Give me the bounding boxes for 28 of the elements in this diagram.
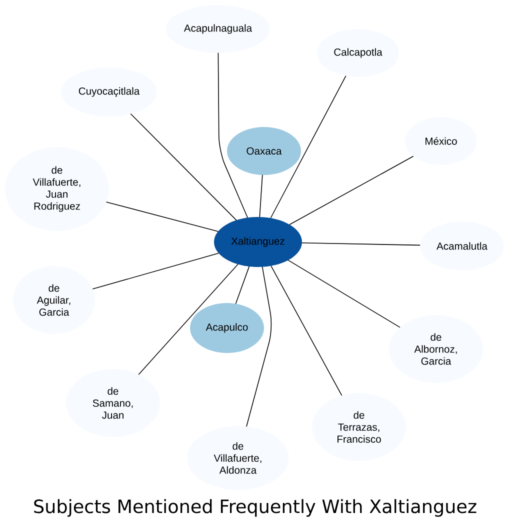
connector-line (270, 76, 346, 218)
ellipse-node: Acapulnaguala (166, 5, 270, 53)
ellipse-node: de Samano, Juan (66, 369, 160, 437)
ellipse-node: México (405, 117, 477, 165)
ellipse-node: Acapulco (190, 303, 264, 353)
connector-line (235, 266, 250, 304)
ellipse-node: Cuyocaçitlala (61, 68, 157, 116)
ellipse-node: Acamalutla (420, 222, 504, 270)
connector-line (288, 260, 400, 328)
connector-line (289, 156, 414, 225)
diagram-title: Subjects Mentioned Frequently With Xaltianguez (34, 499, 476, 517)
connector-line (106, 202, 218, 232)
ellipse-node: Xaltianguez (214, 217, 302, 267)
connector-line (259, 174, 263, 218)
connector-line (138, 264, 238, 375)
connector-line (302, 242, 420, 246)
connector-line (270, 266, 342, 396)
connector-line (218, 52, 248, 218)
connector-line (92, 252, 219, 290)
ellipse-node: de Villafuerte, Aldonza (187, 426, 289, 490)
ellipse-node: Calcapotla (317, 29, 399, 77)
connector-line (130, 114, 237, 220)
ellipse-node: de Villafuerte, Juan Rodriguez (5, 147, 109, 231)
connector-line (246, 266, 272, 427)
ellipse-node: de Terrazas, Francisco (312, 393, 406, 461)
ellipse-node: de Albornoz, Garcia (389, 315, 483, 383)
ellipse-node: de Aguilar, Garcia (13, 266, 95, 334)
ellipse-node: Oaxaca (227, 127, 301, 175)
